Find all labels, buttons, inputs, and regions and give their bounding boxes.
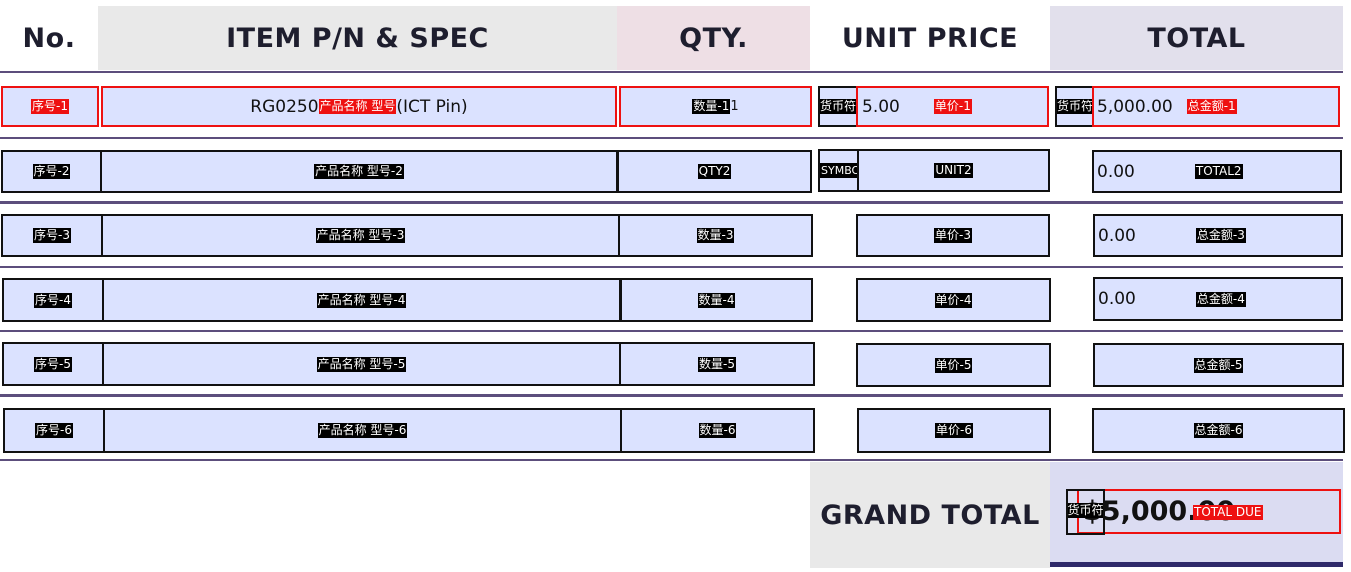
field-tag: TOTAL2 bbox=[1194, 164, 1243, 179]
unit-price-field[interactable]: 5.00 单价-1 bbox=[856, 86, 1049, 127]
qty-field[interactable]: 数量-1 1 bbox=[619, 86, 812, 127]
total-field[interactable]: 总金额-5 bbox=[1093, 343, 1344, 387]
field-tag: 单价-3 bbox=[934, 228, 972, 243]
header-item-spec: ITEM P/N & SPEC bbox=[98, 6, 617, 70]
no-field[interactable]: 序号-6 bbox=[3, 408, 105, 453]
field-tag: UNIT2 bbox=[934, 163, 973, 178]
unit-price-field[interactable]: 单价-3 bbox=[856, 214, 1050, 257]
field-tag: 产品名称 型号-3 bbox=[315, 228, 406, 243]
total-value: 0.00 bbox=[1098, 225, 1136, 246]
row-divider bbox=[0, 459, 1343, 461]
field-tag: 数量-4 bbox=[697, 292, 736, 308]
field-tag: 序号-4 bbox=[34, 292, 72, 308]
field-tag: 产品名称 型号-6 bbox=[317, 423, 408, 438]
field-tag: SYMBOL bbox=[820, 163, 858, 178]
field-tag: 序号-5 bbox=[34, 356, 72, 372]
total-currency-symbol-field[interactable]: 货币符 bbox=[1055, 86, 1095, 127]
field-tag: 单价-4 bbox=[934, 292, 973, 308]
field-tag: 数量-5 bbox=[698, 356, 736, 372]
field-tag: 总金额-4 bbox=[1195, 291, 1246, 307]
field-tag: 总金额-3 bbox=[1195, 228, 1246, 243]
item-suffix: (ICT Pin) bbox=[396, 96, 468, 117]
total-value: 5,000.00 bbox=[1097, 96, 1173, 117]
unit-price-field[interactable]: 单价-5 bbox=[856, 343, 1051, 387]
field-tag: 数量-3 bbox=[696, 228, 735, 243]
grand-total-field[interactable]: $5,000.00 bbox=[1077, 489, 1341, 534]
field-tag: 货币符 bbox=[820, 99, 857, 114]
unit-value: 5.00 bbox=[862, 96, 900, 117]
field-tag: 序号-2 bbox=[32, 164, 71, 179]
total-value: 0.00 bbox=[1098, 289, 1136, 309]
item-field[interactable]: 产品名称 型号-5 bbox=[102, 342, 621, 386]
no-field[interactable]: 序号-2 bbox=[1, 150, 102, 193]
field-tag: 数量-6 bbox=[698, 423, 737, 438]
field-tag: QTY2 bbox=[697, 164, 732, 179]
field-tag: 总金额-6 bbox=[1193, 423, 1244, 438]
no-field[interactable]: 序号-4 bbox=[2, 278, 104, 322]
field-tag: 单价-5 bbox=[934, 357, 973, 373]
field-tag: 货币符 bbox=[1057, 99, 1094, 114]
item-field[interactable]: 产品名称 型号-2 bbox=[100, 150, 618, 193]
currency-symbol-field[interactable]: SYMBOL bbox=[818, 149, 860, 192]
total-field[interactable]: 5,000.00 总金额-1 bbox=[1092, 86, 1340, 127]
item-value: RG0250 bbox=[250, 96, 319, 117]
field-tag: 序号-6 bbox=[35, 423, 73, 438]
field-tag: 序号-1 bbox=[31, 99, 69, 114]
total-field[interactable]: 总金额-6 bbox=[1092, 408, 1345, 453]
field-tag: 货币符 bbox=[1067, 503, 1104, 518]
row-divider bbox=[0, 137, 1343, 139]
qty-field[interactable]: 数量-6 bbox=[620, 408, 815, 453]
row-divider bbox=[0, 201, 1343, 204]
grand-total-underline bbox=[1050, 562, 1343, 567]
field-tag: 总金额-5 bbox=[1193, 357, 1244, 373]
unit-price-field[interactable]: UNIT2 bbox=[857, 149, 1050, 192]
header-total: TOTAL bbox=[1050, 6, 1343, 70]
unit-price-field[interactable]: 单价-4 bbox=[856, 278, 1051, 322]
qty-field[interactable]: 数量-4 bbox=[620, 278, 813, 322]
qty-field[interactable]: 数量-5 bbox=[619, 342, 815, 386]
header-no: No. bbox=[0, 6, 98, 70]
field-tag: 产品名称 型号-2 bbox=[314, 164, 404, 179]
no-field[interactable]: 序号-1 bbox=[1, 86, 99, 127]
row-divider bbox=[0, 71, 1343, 73]
field-tag: 序号-3 bbox=[33, 228, 71, 243]
field-tag: 数量-1 bbox=[692, 99, 731, 114]
row-divider bbox=[0, 266, 1343, 268]
field-tag: 单价-1 bbox=[933, 99, 972, 114]
currency-symbol-field[interactable]: 货币符 bbox=[818, 86, 858, 127]
grand-total-field-tag: TOTAL DUE bbox=[1193, 505, 1263, 520]
field-tag: 产品名称 型号-5 bbox=[316, 356, 407, 372]
total-field[interactable]: 0.00 TOTAL2 bbox=[1092, 150, 1342, 193]
grand-total-label: GRAND TOTAL bbox=[810, 462, 1050, 568]
header-qty: QTY. bbox=[617, 6, 810, 70]
no-field[interactable]: 序号-3 bbox=[1, 214, 103, 257]
row-divider bbox=[0, 394, 1343, 397]
field-tag: 产品名称 型号-4 bbox=[316, 292, 407, 308]
total-field[interactable]: 0.00 总金额-3 bbox=[1093, 214, 1343, 257]
header-unit-price: UNIT PRICE bbox=[810, 6, 1050, 70]
item-field[interactable]: 产品名称 型号-6 bbox=[103, 408, 622, 453]
qty-value: 1 bbox=[730, 99, 739, 114]
item-field[interactable]: RG0250 产品名称 型号 (ICT Pin) bbox=[101, 86, 617, 127]
total-value: 0.00 bbox=[1097, 161, 1135, 182]
qty-field[interactable]: QTY2 bbox=[617, 150, 812, 193]
item-field[interactable]: 产品名称 型号-4 bbox=[102, 278, 621, 322]
qty-field[interactable]: 数量-3 bbox=[618, 214, 813, 257]
field-tag: 总金额-1 bbox=[1186, 99, 1237, 114]
no-field[interactable]: 序号-5 bbox=[2, 342, 104, 386]
grand-total-currency-symbol-field[interactable]: 货币符 bbox=[1066, 489, 1105, 535]
row-divider bbox=[0, 330, 1343, 332]
field-tag: 单价-6 bbox=[935, 423, 973, 438]
unit-price-field[interactable]: 单价-6 bbox=[857, 408, 1051, 453]
item-field[interactable]: 产品名称 型号-3 bbox=[101, 214, 620, 257]
total-field[interactable]: 0.00 总金额-4 bbox=[1093, 277, 1343, 321]
field-tag: 产品名称 型号 bbox=[318, 99, 397, 114]
